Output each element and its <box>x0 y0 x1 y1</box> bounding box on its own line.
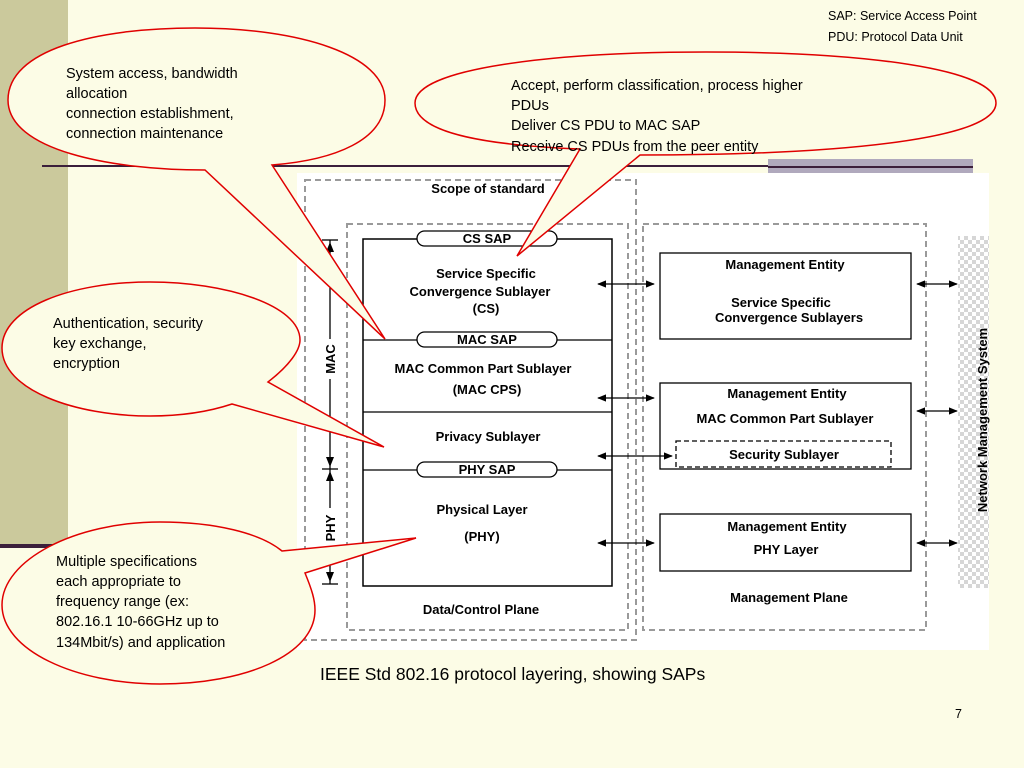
cs-line-3: (CS) <box>473 301 500 316</box>
bracket-arrowhead-phy-top <box>326 471 334 481</box>
callout-cs-line-4: Receive CS PDUs from the peer entity <box>511 139 759 155</box>
nms-checker-strip <box>958 236 989 588</box>
callout-phy-line-3: frequency range (ex: <box>56 594 189 610</box>
callout-security-functions <box>1 281 385 448</box>
left-sidebar-rule <box>0 544 68 548</box>
mgmt-phy-entity-box <box>659 513 912 572</box>
mgmt-phy-entity-title: Management Entity <box>727 519 847 534</box>
scope-of-standard-label: Scope of standard <box>431 181 544 196</box>
management-plane-title: Management Plane <box>730 590 848 605</box>
mac-vertical-label: MAC <box>323 344 338 374</box>
mac-sap-pill <box>416 331 558 348</box>
phy-line-1: Physical Layer <box>436 502 527 517</box>
figure-caption: IEEE Std 802.16 protocol layering, showi… <box>320 664 705 684</box>
cs-sap-label: CS SAP <box>463 231 512 246</box>
network-management-system-label: Network Management System <box>975 328 990 512</box>
callout-cs-functions <box>414 51 997 257</box>
phy-label-bg <box>321 508 339 548</box>
page-number: 7 <box>955 707 962 721</box>
mgmt-phy-entity-line-2: PHY Layer <box>754 542 819 557</box>
mgmt-mac-entity-title: Management Entity <box>727 386 847 401</box>
privacy-sublayer-label: Privacy Sublayer <box>436 429 541 444</box>
phy-vertical-label: PHY <box>323 514 338 541</box>
cs-sap-pill <box>416 230 558 247</box>
data-control-plane-title: Data/Control Plane <box>423 602 539 617</box>
bracket-arrowhead-mac-bottom <box>326 457 334 467</box>
callout-cs-line-1: Accept, perform classification, process … <box>511 78 803 94</box>
callout-phy-functions <box>1 521 417 685</box>
callout-mac-line-1: System access, bandwidth <box>66 66 238 82</box>
security-sublayer-box <box>675 440 892 468</box>
callout-cs-line-3: Deliver CS PDU to MAC SAP <box>511 118 700 134</box>
mgmt-cs-entity-line-3: Convergence Sublayers <box>715 310 863 325</box>
mgmt-cs-entity-line-2: Service Specific <box>731 295 831 310</box>
callout-phy-line-5: 134Mbit/s) and application <box>56 635 225 651</box>
cs-line-2: Convergence Sublayer <box>410 284 551 299</box>
callout-phy-line-4: 802.16.1 10-66GHz up to <box>56 614 219 630</box>
phy-sap-label: PHY SAP <box>459 462 516 477</box>
phy-line-2: (PHY) <box>464 529 499 544</box>
mac-cps-line-1: MAC Common Part Sublayer <box>395 361 572 376</box>
management-plane-box <box>642 223 927 631</box>
mac-cps-line-2: (MAC CPS) <box>453 382 522 397</box>
callout-mac-functions <box>7 27 386 340</box>
callout-mac-line-2: allocation <box>66 86 127 102</box>
bracket-arrowhead-top <box>326 242 334 252</box>
callout-mac-line-3: connection establishment, <box>66 106 234 122</box>
callout-phy-line-2: each appropriate to <box>56 574 181 590</box>
callout-security-line-2: key exchange, <box>53 336 147 352</box>
top-rule <box>42 165 768 167</box>
bracket-arrowhead-bottom <box>326 572 334 582</box>
security-sublayer-label: Security Sublayer <box>729 447 839 462</box>
callout-cs-line-2: PDUs <box>511 98 549 114</box>
mgmt-cs-entity-box <box>659 252 912 340</box>
mgmt-cs-entity-title: Management Entity <box>725 257 845 272</box>
legend-sap: SAP: Service Access Point <box>828 9 977 23</box>
phy-sap-pill <box>416 461 558 478</box>
callout-security-line-3: encryption <box>53 356 120 372</box>
cs-line-1: Service Specific <box>436 266 536 281</box>
callout-security-line-1: Authentication, security <box>53 316 204 332</box>
callout-phy-line-1: Multiple specifications <box>56 554 197 570</box>
mgmt-mac-entity-line-2: MAC Common Part Sublayer <box>697 411 874 426</box>
callout-mac-line-4: connection maintenance <box>66 126 223 142</box>
mac-sap-label: MAC SAP <box>457 332 517 347</box>
legend-pdu: PDU: Protocol Data Unit <box>828 30 963 44</box>
mac-label-bg <box>321 339 339 379</box>
top-rule-accent-line <box>768 166 973 168</box>
